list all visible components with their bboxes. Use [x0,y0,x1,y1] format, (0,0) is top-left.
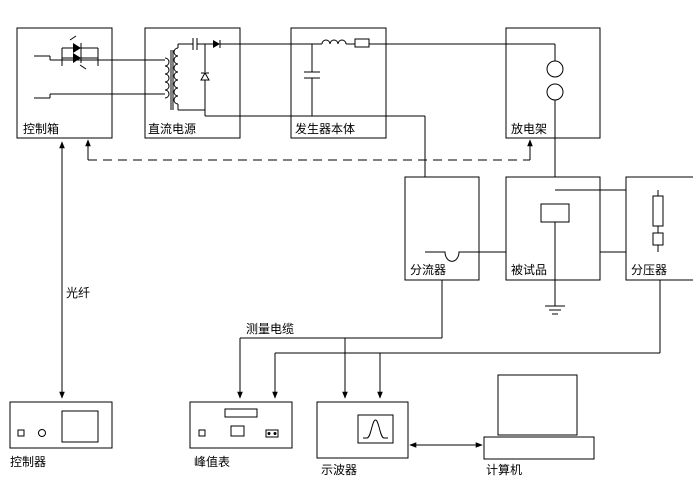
control-box-block: 控制箱 [16,27,113,139]
computer-label: 计算机 [486,462,522,477]
test-object-block: 被试品 [505,176,601,281]
display-icon [61,410,99,443]
controller-label: 控制器 [10,455,46,469]
test-object-icon [540,203,570,223]
computer-block: 计算机 [483,374,595,477]
control-box-label: 控制箱 [23,121,59,136]
oscilloscope-label: 示波器 [321,463,357,477]
discharge-frame-label: 放电架 [511,121,547,136]
rectifier-icon [178,38,221,110]
test-object-label: 被试品 [511,262,547,277]
sphere-gap-icon [546,60,564,78]
dc-supply-block: 直流电源 [144,27,241,139]
optical-fiber-label: 光纤 [66,286,90,300]
shunt-label: 分流器 [410,263,446,277]
generator-body-label: 发生器本体 [295,121,355,136]
waveform-icon [363,419,388,439]
resistor-icon [354,38,370,48]
shunt-block: 分流器 [404,176,480,281]
monitor-icon [497,374,578,436]
controller-block: 控制器 [9,401,113,469]
display-icon [224,408,258,418]
measurement-cable-label: 测量电缆 [246,322,294,336]
voltage-divider-block: 分压器 [625,176,693,281]
inductor-icon [321,39,347,45]
oscilloscope-block: 示波器 [316,401,409,477]
generator-body-block: 发生器本体 [290,27,387,139]
peak-meter-label: 峰值表 [194,454,230,469]
capacitor-icon [304,44,320,108]
divider-resistor-icon [652,232,664,246]
peak-meter-block: 峰值表 [189,401,293,469]
button-icon [230,425,245,437]
discharge-frame-block: 放电架 [505,27,601,139]
transformer-icon [164,44,205,111]
sphere-gap-icon [546,83,564,101]
ground-icon [545,305,565,315]
divider-resistor-icon [652,195,664,227]
indicator-icon [198,429,206,437]
knob-icon [38,429,46,437]
voltage-divider-label: 分压器 [631,263,667,277]
screen-icon [357,414,394,444]
thyristor-icon [34,35,99,99]
connector-icon [265,429,279,438]
computer-case-icon [483,436,595,460]
dc-supply-label: 直流电源 [148,122,196,136]
indicator-icon [17,429,25,437]
